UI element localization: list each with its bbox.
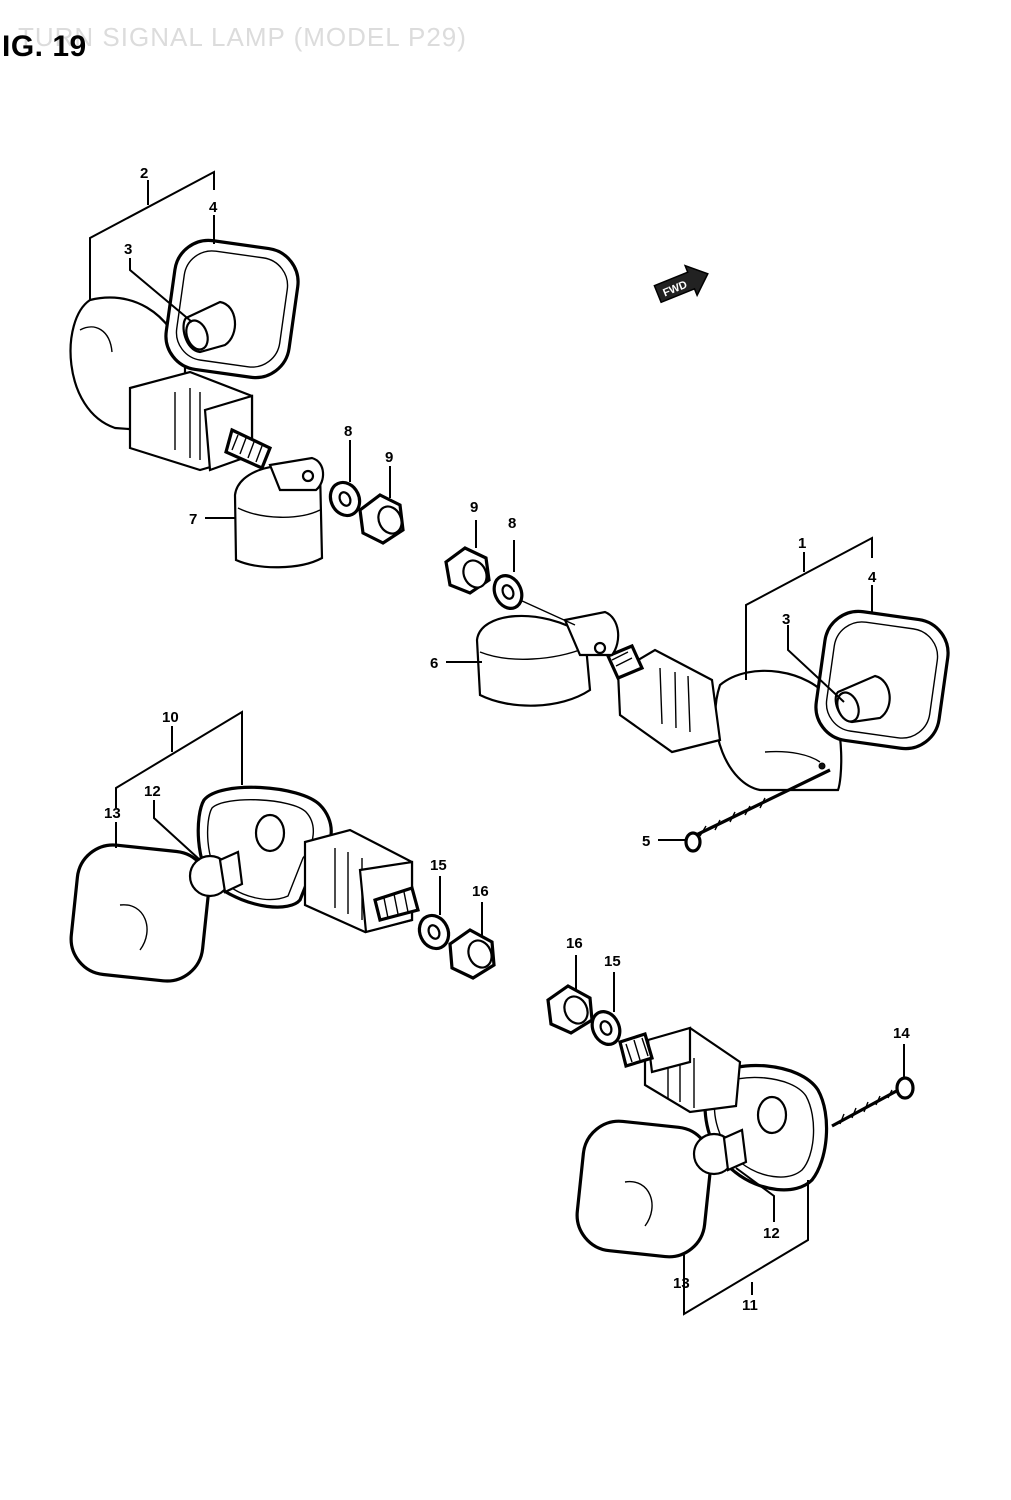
callout-13: 13 <box>104 805 121 822</box>
callout-14: 14 <box>893 1025 910 1042</box>
turn-signal-lamp-11 <box>546 955 915 1316</box>
callout-10: 10 <box>162 709 179 726</box>
callout-15: 15 <box>430 857 447 874</box>
callout-15: 15 <box>604 953 621 970</box>
turn-signal-lamp-2 <box>69 170 405 569</box>
callout-8: 8 <box>344 423 352 440</box>
callout-11: 11 <box>742 1297 758 1314</box>
callout-12: 12 <box>144 783 161 800</box>
callout-5: 5 <box>642 833 650 850</box>
callout-1: 1 <box>798 535 806 552</box>
callout-2: 2 <box>140 165 148 182</box>
callout-4: 4 <box>209 199 218 216</box>
callout-4: 4 <box>868 569 877 586</box>
turn-signal-lamp-1 <box>444 520 950 853</box>
callout-3: 3 <box>782 611 790 628</box>
callout-9: 9 <box>385 449 393 466</box>
callout-13: 13 <box>673 1275 690 1292</box>
forward-arrow-icon: FWD <box>653 264 709 304</box>
callout-16: 16 <box>566 935 583 952</box>
callout-12: 12 <box>763 1225 780 1242</box>
callout-9: 9 <box>470 499 478 516</box>
callout-3: 3 <box>124 241 132 258</box>
callout-16: 16 <box>472 883 489 900</box>
callout-8: 8 <box>508 515 516 532</box>
figure-label: IG. 19 <box>2 30 87 63</box>
callout-6: 6 <box>430 655 438 672</box>
callout-labels: 2 4 3 8 9 7 9 8 1 4 3 6 10 12 13 5 15 16… <box>104 165 910 1314</box>
turn-signal-lamp-10 <box>69 710 496 983</box>
faded-figure-title: TURN SIGNAL LAMP (MODEL P29) <box>18 22 467 52</box>
callout-7: 7 <box>189 511 197 528</box>
